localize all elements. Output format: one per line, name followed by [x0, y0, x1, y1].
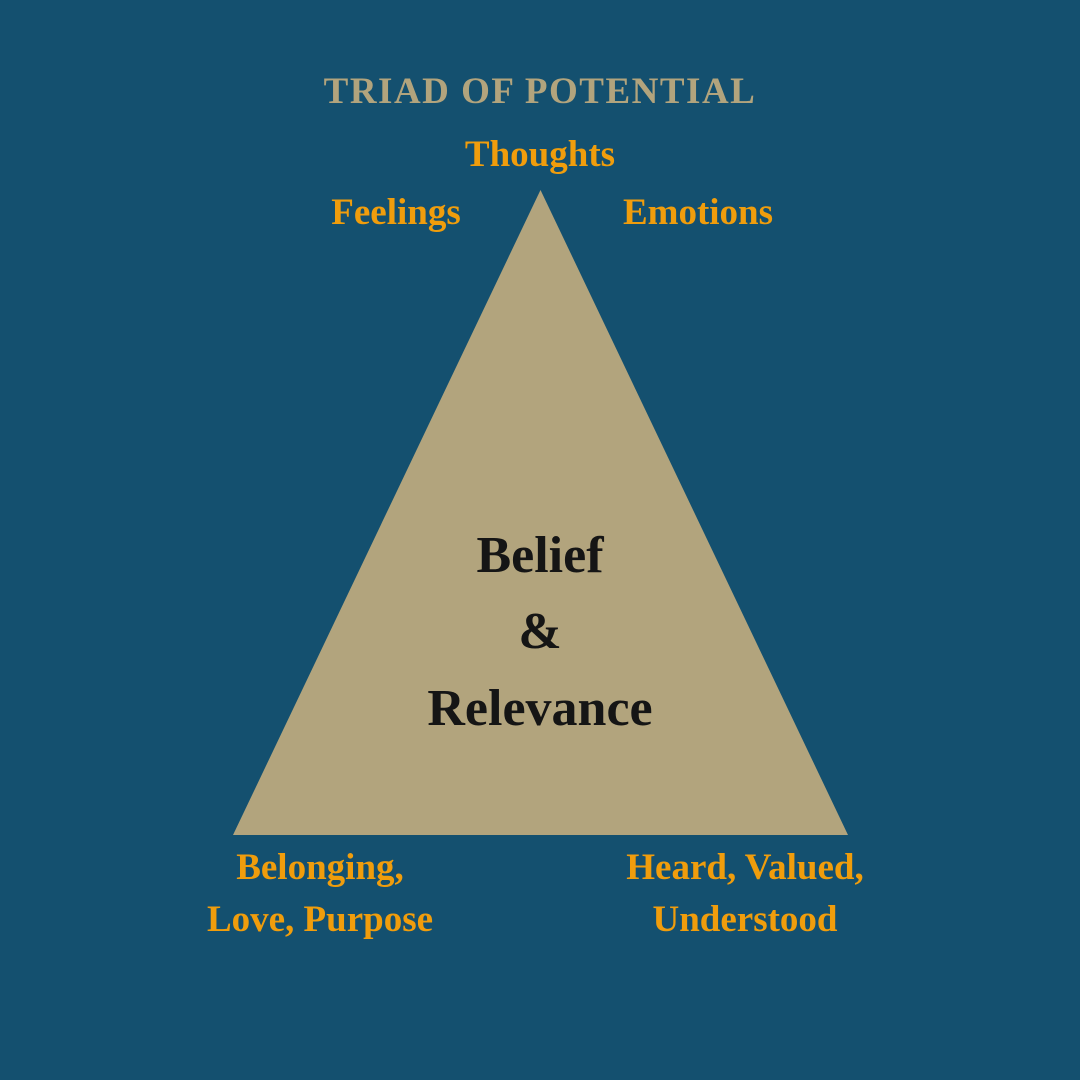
- bottom-right-line2: Understood: [652, 898, 838, 940]
- diagram-title: TRIAD OF POTENTIAL: [323, 71, 757, 112]
- triangle-center-text: Belief & Relevance: [427, 518, 652, 747]
- apex-label-emotions: Emotions: [622, 192, 774, 233]
- bottom-left-line1: Belonging,: [236, 847, 404, 888]
- center-line-belief: Belief: [476, 527, 604, 584]
- bottom-right-line1: Heard, Valued,: [626, 847, 864, 888]
- apex-label-thoughts: Thoughts: [464, 134, 616, 175]
- bottom-left-label: Belonging, Love, Purpose: [207, 842, 433, 946]
- bottom-left-line2: Love, Purpose: [206, 898, 434, 940]
- center-line-ampersand: &: [518, 603, 562, 661]
- center-line-relevance: Relevance: [427, 679, 653, 737]
- bottom-right-label: Heard, Valued, Understood: [626, 842, 863, 946]
- apex-label-feelings: Feelings: [331, 192, 461, 233]
